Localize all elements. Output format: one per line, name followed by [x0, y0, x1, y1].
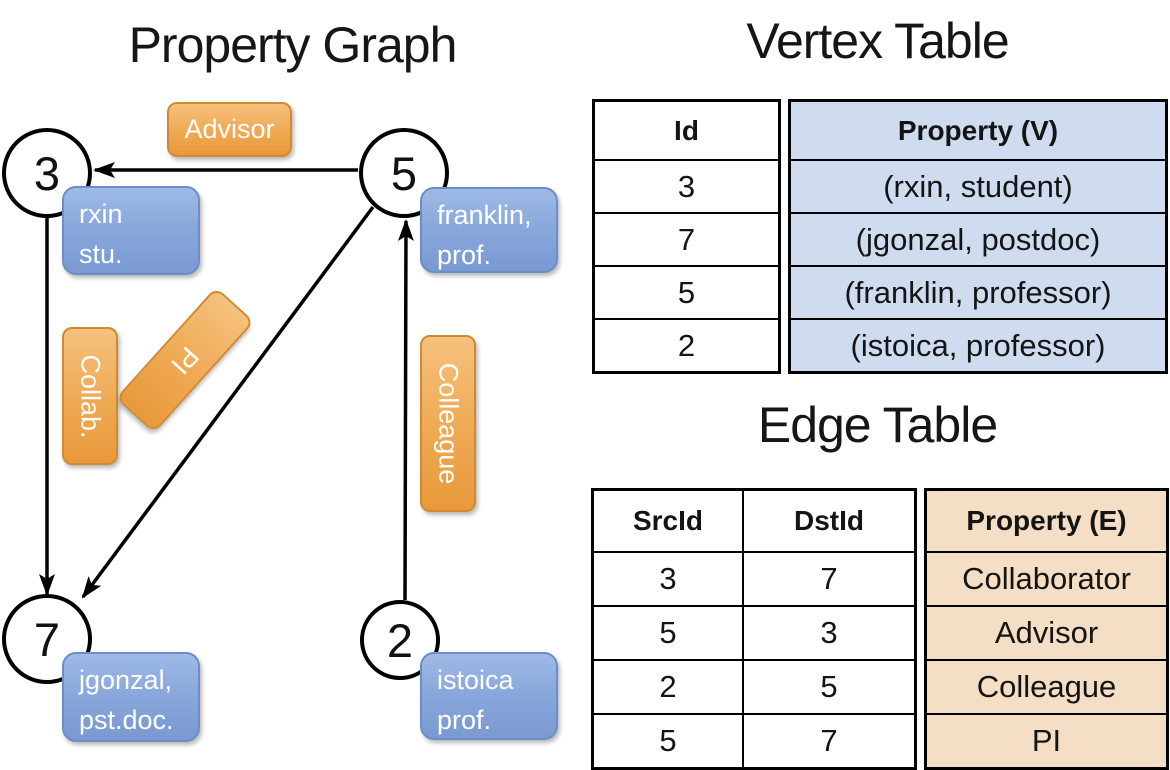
table-header-row: Property (V) — [791, 102, 1165, 159]
graph-edges-layer — [39, 162, 414, 601]
table-row: Collaborator — [927, 551, 1166, 605]
edge-label-advisor: Advisor — [167, 102, 292, 157]
table-row: 7 — [595, 212, 778, 265]
edge-label-text: PI — [165, 340, 206, 380]
vertex-property-label-jgonzal: jgonzal, pst.doc. — [62, 652, 200, 742]
vertex-property-line: istoica — [437, 665, 514, 695]
property-graph-diagram: 3 5 7 2 Advisor Collab. PI Colleague rxi… — [0, 0, 585, 760]
vertex-property-label-franklin: franklin, prof. — [420, 187, 558, 273]
vertex-id: 3 — [33, 146, 61, 200]
edge-dst-cell: 3 — [742, 607, 914, 659]
edge-property-cell: Colleague — [976, 669, 1117, 704]
table-row: 5 3 — [594, 605, 914, 659]
column-header-property-e: Property (E) — [966, 505, 1127, 536]
vertex-id: 7 — [33, 612, 61, 666]
edge-dst-cell: 7 — [742, 553, 914, 605]
table-row: Colleague — [927, 659, 1166, 713]
vertex-property-line: jgonzal, — [79, 665, 173, 695]
vertex-table: Id 3 7 5 2 Property (V) (rxin, student) … — [592, 99, 1168, 374]
vertex-property-line: prof. — [437, 704, 492, 735]
table-row: 3 7 — [594, 551, 914, 605]
vertex-property-line: rxin — [79, 199, 123, 229]
vertex-property-line: franklin, — [437, 200, 532, 230]
vertex-table-title: Vertex Table — [746, 13, 1009, 69]
edge-src-cell: 5 — [659, 615, 677, 650]
vertex-property-label-rxin: rxin stu. — [62, 186, 200, 275]
table-row: 5 7 — [594, 713, 914, 767]
column-header-srcid: SrcId — [632, 505, 704, 536]
table-header-row: SrcId DstId — [594, 491, 914, 551]
edge-label-text: Colleague — [433, 362, 464, 485]
edge-src-cell: 2 — [659, 669, 677, 704]
vertex-id-cell: 7 — [677, 221, 696, 257]
vertex-id-cell: 2 — [677, 327, 696, 363]
vertex-table-id-column: Id 3 7 5 2 — [592, 99, 781, 374]
table-row: 3 — [595, 159, 778, 212]
edge-label-colleague: Colleague — [420, 335, 476, 512]
vertex-property-cell: (rxin, student) — [883, 168, 1073, 204]
table-row: (rxin, student) — [791, 159, 1165, 212]
table-row: (franklin, professor) — [791, 265, 1165, 318]
edge-5-to-7-pi — [81, 205, 375, 599]
edge-src-cell: 3 — [659, 561, 677, 596]
vertex-id-cell: 3 — [677, 168, 696, 204]
edge-table-property-column: Property (E) Collaborator Advisor Collea… — [924, 488, 1169, 770]
column-header-dstid: DstId — [742, 491, 914, 551]
vertex-property-line: stu. — [79, 238, 123, 269]
vertex-property-cell: (istoica, professor) — [850, 327, 1106, 363]
edge-label-text: Advisor — [184, 114, 275, 144]
vertex-circle-5: 5 — [359, 128, 449, 218]
vertex-id: 2 — [386, 613, 414, 667]
edge-dst-cell: 7 — [742, 715, 914, 767]
vertex-property-cell: (franklin, professor) — [844, 274, 1112, 310]
edge-dst-cell: 5 — [742, 661, 914, 713]
table-row: 2 — [595, 318, 778, 371]
edge-label-collaborator: Collab. — [62, 327, 118, 465]
edge-src-cell: 5 — [659, 723, 677, 758]
column-header-id: Id — [674, 114, 699, 146]
column-header-property-v: Property (V) — [897, 114, 1059, 146]
edge-table-id-columns: SrcId DstId 3 7 5 3 2 5 5 7 — [591, 488, 917, 770]
property-graph-title: Property Graph — [128, 17, 458, 73]
vertex-table-property-column: Property (V) (rxin, student) (jgonzal, p… — [788, 99, 1168, 374]
table-header-row: Id — [595, 102, 778, 159]
vertex-id: 5 — [390, 146, 418, 200]
vertex-property-cell: (jgonzal, postdoc) — [855, 221, 1101, 257]
edge-label-text: Collab. — [75, 353, 106, 439]
edge-table-title: Edge Table — [757, 397, 998, 453]
table-row: 2 5 — [594, 659, 914, 713]
vertex-property-line: pst.doc. — [79, 704, 174, 735]
vertex-property-line: prof. — [437, 239, 492, 270]
edge-table: SrcId DstId 3 7 5 3 2 5 5 7 Property (E)… — [591, 488, 1169, 770]
edge-property-cell: PI — [1031, 723, 1062, 758]
table-header-row: Property (E) — [927, 491, 1166, 551]
table-row: (jgonzal, postdoc) — [791, 212, 1165, 265]
edge-2-to-5-colleague — [397, 219, 414, 601]
table-row: (istoica, professor) — [791, 318, 1165, 371]
vertex-circle-2: 2 — [360, 600, 440, 680]
table-row: 5 — [595, 265, 778, 318]
edge-property-cell: Collaborator — [962, 561, 1131, 596]
table-row: PI — [927, 713, 1166, 767]
vertex-property-label-istoica: istoica prof. — [420, 652, 558, 740]
table-row: Advisor — [927, 605, 1166, 659]
edge-property-cell: Advisor — [994, 615, 1099, 650]
vertex-id-cell: 5 — [677, 274, 696, 310]
